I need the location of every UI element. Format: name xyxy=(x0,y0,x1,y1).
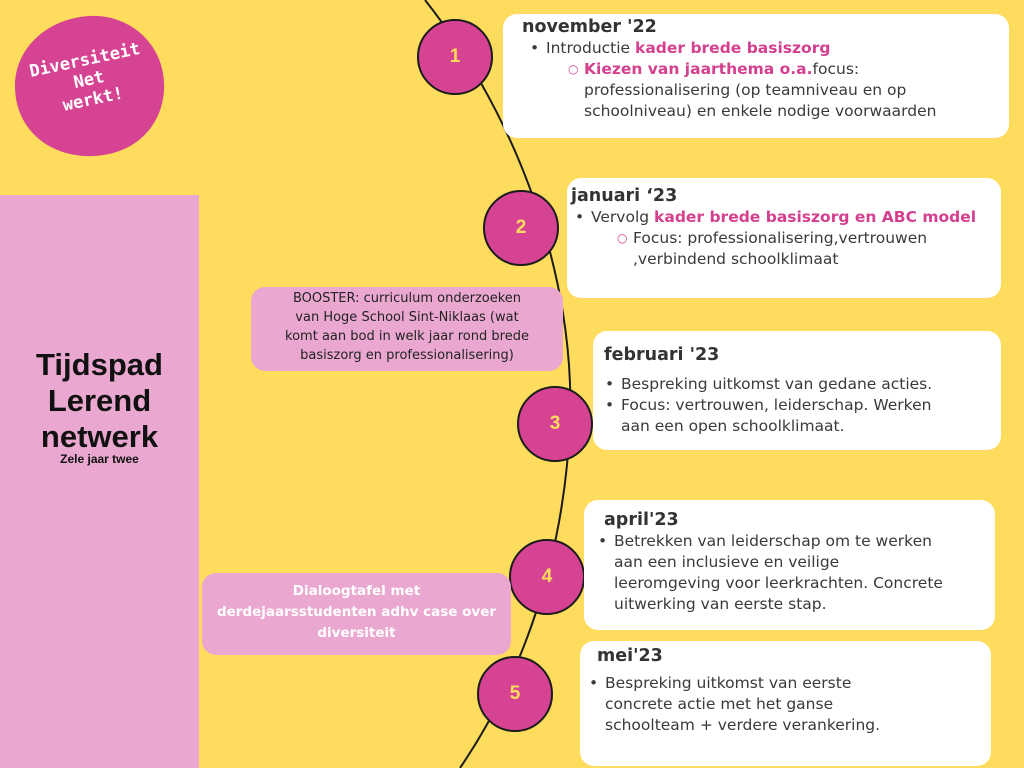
card-subbullet: Focus: professionalisering,vertrouwen ,v… xyxy=(617,228,1001,270)
logo-badge: Diversiteit Net werkt! xyxy=(10,12,168,160)
card-date: november '22 xyxy=(522,17,657,37)
card-bullet: Vervolg kader brede basiszorg en ABC mod… xyxy=(571,207,1001,228)
timeline-node-1: 1 xyxy=(417,19,493,95)
timeline-card-januari: januari ‘23 Vervolg kader brede basiszor… xyxy=(567,178,1001,298)
card-subbullet: Kiezen van jaarthema o.a.focus: professi… xyxy=(568,59,1009,122)
page-subtitle: Zele jaar twee xyxy=(60,452,139,466)
timeline-card-april: april'23 Betrekken van leiderschap om te… xyxy=(584,500,995,630)
card-bullet: Bespreking uitkomst van gedane acties. xyxy=(601,374,1001,395)
dialoogtafel-note: Dialoogtafel met derdejaarsstudenten adh… xyxy=(202,573,511,655)
card-bullet: Introductie kader brede basiszorg xyxy=(526,38,1009,59)
timeline-card-februari: februari '23 Bespreking uitkomst van ged… xyxy=(593,331,1001,450)
timeline-node-4: 4 xyxy=(509,539,585,615)
card-bullet: Bespreking uitkomst van eerste concrete … xyxy=(585,673,991,736)
card-date: april'23 xyxy=(604,510,679,530)
card-bullet: Betrekken van leiderschap om te werken a… xyxy=(594,531,995,615)
booster-note: BOOSTER: curriculum onderzoeken van Hoge… xyxy=(251,287,563,371)
sidebar-panel: Tijdspad Lerend netwerk Zele jaar twee xyxy=(0,195,199,768)
timeline-node-2: 2 xyxy=(483,190,559,266)
card-date: februari '23 xyxy=(604,345,720,365)
timeline-card-mei: mei'23 Bespreking uitkomst van eerste co… xyxy=(580,641,991,766)
timeline-card-november: november '22 Introductie kader brede bas… xyxy=(503,14,1009,138)
timeline-node-5: 5 xyxy=(477,656,553,732)
timeline-node-3: 3 xyxy=(517,386,593,462)
card-date: mei'23 xyxy=(597,646,663,666)
logo-blob-shape xyxy=(14,15,165,157)
page-title: Tijdspad Lerend netwerk xyxy=(36,347,163,454)
card-bullet: Focus: vertrouwen, leiderschap. Werken a… xyxy=(601,395,1001,437)
card-date: januari ‘23 xyxy=(571,186,678,206)
